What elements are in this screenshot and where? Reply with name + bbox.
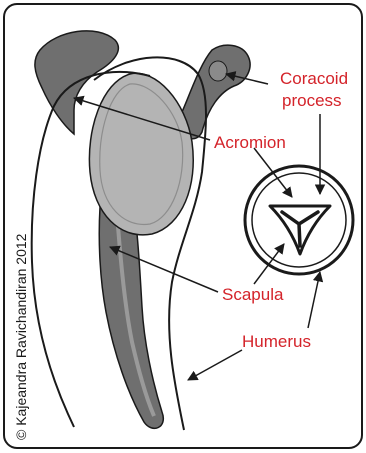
copyright-text: © Kajeandra Ravichandiran 2012: [13, 233, 29, 440]
label-process: process: [282, 91, 342, 110]
cross-section-icon: [245, 166, 353, 274]
coracoid-tip: [209, 61, 227, 81]
figure-frame: Coracoid process Acromion Scapula Humeru…: [3, 3, 363, 449]
glenoid-shape: [89, 73, 193, 235]
label-scapula: Scapula: [222, 285, 284, 304]
label-humerus: Humerus: [242, 332, 311, 351]
humerus-arrow-up: [308, 272, 320, 328]
coracoid-shape: [182, 45, 250, 139]
shoulder-diagram: Coracoid process Acromion Scapula Humeru…: [5, 5, 361, 447]
label-coracoid: Coracoid: [280, 69, 348, 88]
humerus-arrow-left: [188, 350, 242, 380]
label-acromion: Acromion: [214, 133, 286, 152]
